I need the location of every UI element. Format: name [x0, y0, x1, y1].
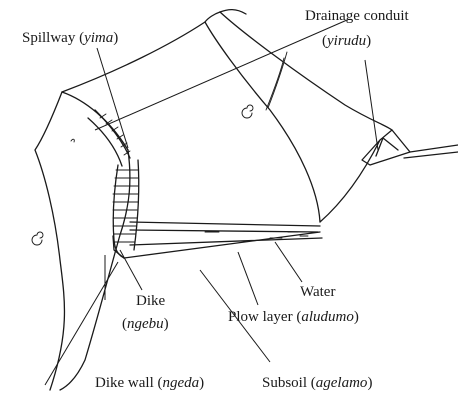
dike-segment: [113, 160, 139, 258]
snail-mark-pool: [71, 139, 74, 142]
snail-mark-center: [242, 105, 253, 118]
snail-mark-left: [32, 232, 43, 245]
spillway-channel: [88, 110, 130, 166]
label-dike-term: (ngebu): [122, 316, 169, 332]
label-plow-layer: Plow layer (aludumo): [228, 309, 359, 325]
leader-lines: [45, 20, 378, 385]
label-drainage-conduit: Drainage conduit: [305, 8, 410, 24]
plow-layer-basin: [124, 140, 380, 258]
terrace-field-illustration: [32, 10, 458, 390]
label-dike: Dike: [136, 293, 166, 309]
label-spillway: Spillway (yima): [22, 30, 118, 46]
label-water: Water: [300, 284, 335, 300]
label-subsoil: Subsoil (agelamo): [262, 375, 372, 391]
label-dike-wall: Dike wall (ngeda): [95, 375, 204, 391]
label-drainage-conduit-term: (yirudu): [322, 33, 371, 49]
